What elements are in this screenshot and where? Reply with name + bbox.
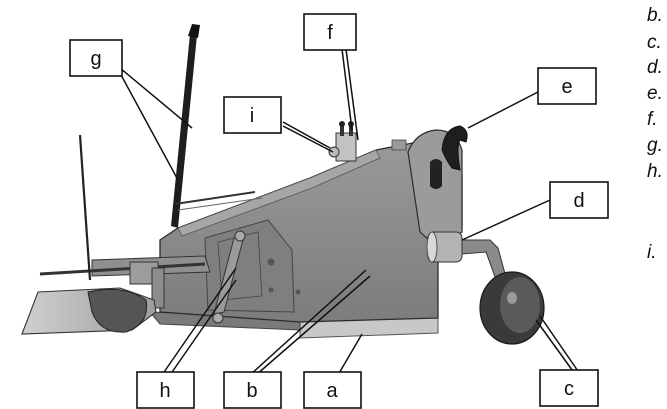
housing-slot [430,159,442,189]
coupler [151,267,165,309]
callout-c: c [539,369,599,407]
svg-text:b: b [246,380,257,402]
leader-h-2 [169,279,237,376]
leader-a [337,333,363,376]
leader-h-1 [161,267,237,376]
leader-b-1 [249,269,367,376]
legend-f: f. [647,109,658,130]
handle-lever [171,34,197,228]
leader-i-1 [282,121,331,149]
bolt-1 [267,258,275,266]
leader-f-1 [341,48,353,131]
legend-b: b. [647,5,663,26]
legend-g: g. [647,135,663,156]
tie-rod [39,262,206,276]
callout-d: d [549,181,609,219]
svg-text:e: e [561,76,572,98]
bolt-3 [295,289,301,295]
svg-text:g: g [90,48,101,70]
svg-text:h: h [159,380,170,402]
legend-e: e. [647,83,663,104]
leader-c-2 [539,315,581,375]
body-top-face [177,149,381,237]
breather-cap [391,139,407,151]
handle-brace-2 [177,197,263,211]
leader-f-2 [345,48,359,141]
callout-g: g [69,39,123,77]
svg-text:f: f [327,22,333,44]
adjustment-bracket [335,121,357,162]
handle-grip [188,24,200,38]
legend-d: d. [647,57,663,78]
bolt-2 [268,287,274,293]
leader-b-2 [255,275,371,376]
leader-g-1 [119,67,193,129]
leader-i-2 [282,125,334,153]
pivot-point-i [328,146,340,158]
antenna-rod [78,134,92,281]
roller [426,231,463,263]
svg-text:a: a [326,380,338,402]
legend-h: h. [647,161,663,182]
svg-text:i: i [250,105,254,127]
svg-text:c: c [564,378,574,400]
legend-c: c. [647,32,662,53]
callout-e: e [537,67,597,105]
hook [441,125,468,171]
callout-b: b [223,371,282,409]
callout-a: a [303,371,362,409]
callout-f: f [303,13,357,51]
rear-wheel [479,271,545,345]
leader-d [461,199,551,241]
leader-c-1 [535,319,576,375]
leader-e [467,91,539,129]
strut-top-pin [234,230,246,242]
handle-brace [174,191,256,205]
legend-i: i. [647,242,657,263]
callout-i: i [223,96,282,134]
callout-h: h [136,371,195,409]
strut-bottom-pin [212,312,224,324]
leader-g-2 [119,72,179,181]
front-roller [87,288,148,333]
svg-text:d: d [573,190,584,212]
